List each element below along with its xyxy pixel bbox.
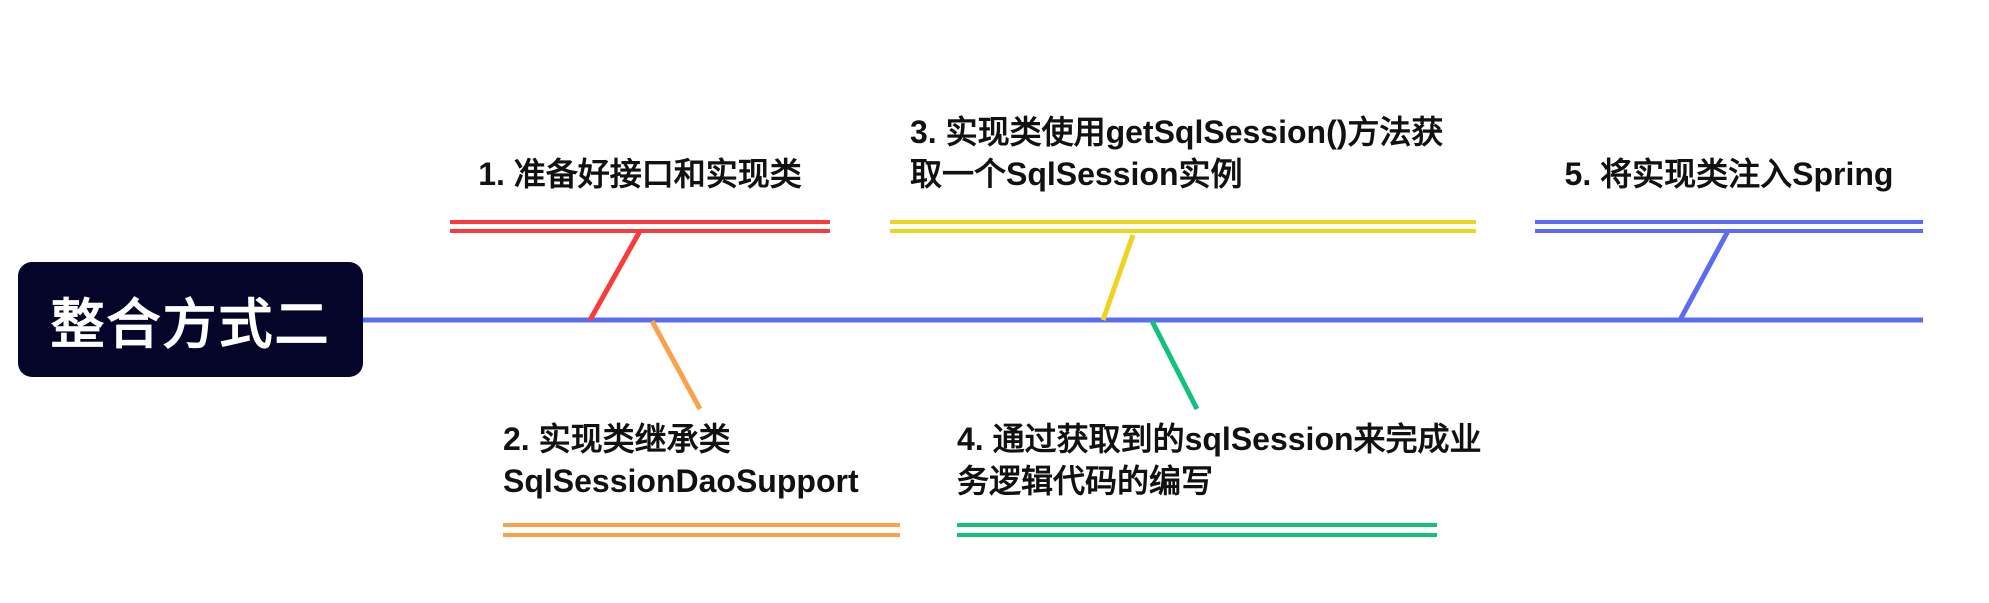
branch-1-connector [587,229,643,322]
topic-5-line-1: 5. 将实现类注入Spring [1564,156,1894,192]
topic-4-line-1: 4. 通过获取到的sqlSession来完成业 [957,421,1482,457]
root-topic-label: 整合方式二 [50,295,331,355]
topic-3-line-1: 3. 实现类使用getSqlSession()方法获 [910,114,1444,150]
root-topic[interactable]: 整合方式二 [18,262,363,377]
topic-3-line-2: 取一个SqlSession实例 [910,156,1243,192]
topic-2-line-1: 2. 实现类继承类 [503,421,731,457]
branch-4-connector [1149,319,1200,411]
branch-2-connector [649,319,703,411]
topic-1-label[interactable]: 1. 准备好接口和实现类 [450,153,830,195]
branch-5-connector [1677,229,1731,322]
topic-2-label[interactable]: 2. 实现类继承类 SqlSessionDaoSupport [503,418,913,502]
topic-1-line-1: 1. 准备好接口和实现类 [478,156,802,192]
topic-4-line-2: 务逻辑代码的编写 [957,463,1214,499]
topic-4-label[interactable]: 4. 通过获取到的sqlSession来完成业 务逻辑代码的编写 [957,418,1482,502]
branch-3-connector [1100,234,1136,321]
topic-5-label[interactable]: 5. 将实现类注入Spring [1535,153,1923,195]
topic-3-label[interactable]: 3. 实现类使用getSqlSession()方法获 取一个SqlSession… [910,111,1490,195]
topic-2-line-2: SqlSessionDaoSupport [503,463,859,499]
